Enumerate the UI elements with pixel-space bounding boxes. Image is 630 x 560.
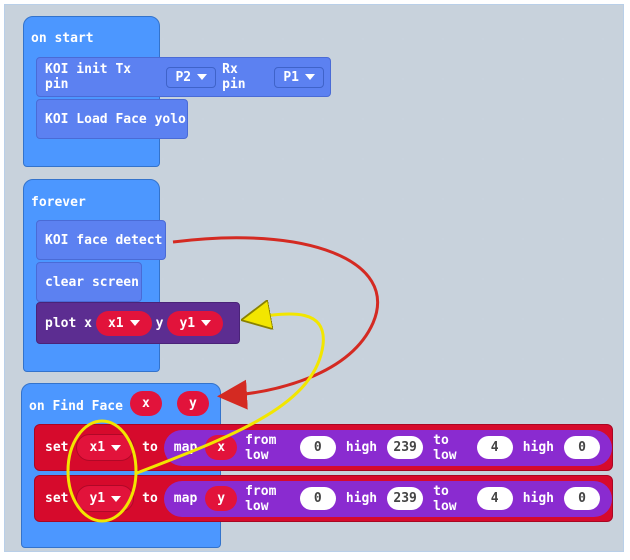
map-arg-y-label: y [217,491,226,506]
plot-x-label: plot x [45,315,92,331]
koi-load-face-block[interactable]: KOI Load Face yolo [36,99,188,139]
map-block-y[interactable]: map y from low 0 high 239 to low 4 high … [163,480,612,517]
annotation-overlay [66,236,380,523]
chevron-down-icon [305,74,315,80]
koi-face-detect-block[interactable]: KOI face detect [36,220,166,260]
plot-x-variable-dropdown[interactable]: x1 [95,310,152,336]
from-low-label: from low [245,432,277,463]
set-x1-value: x1 [89,440,106,455]
clear-screen-label: clear screen [45,274,139,290]
plot-y-variable-dropdown[interactable]: y1 [167,310,224,336]
find-face-param-x[interactable]: x [130,391,162,416]
set-x1-block[interactable]: set x1 to map x from low 0 high 239 to l… [34,424,613,471]
high-label: high [522,491,554,506]
high-label: high [345,491,378,506]
set-label: set [45,491,69,506]
plot-x-value: x1 [107,315,124,331]
tx-pin-dropdown[interactable]: P2 [166,66,217,88]
find-face-param-y[interactable]: y [177,391,209,416]
koi-init-block[interactable]: KOI init Tx pin P2 Rx pin P1 [36,57,331,97]
rx-pin-dropdown[interactable]: P1 [274,66,324,88]
to-low-label: to low [433,432,457,463]
to-label: to [142,440,158,455]
to-low-input[interactable]: 4 [476,436,513,459]
koi-init-label: KOI init Tx pin [45,62,132,92]
from-high-input[interactable]: 239 [387,487,424,510]
koi-load-face-label: KOI Load Face yolo [45,111,186,127]
chevron-down-icon [201,320,212,326]
high-label: high [522,440,554,455]
from-low-input[interactable]: 0 [299,487,336,510]
map-arg-x-label: x [217,440,226,455]
red-arrow [172,236,380,410]
plot-y-label: y [155,315,164,331]
set-y1-value: y1 [89,491,106,506]
set-label: set [45,440,69,455]
to-low-label: to low [433,483,457,514]
on-find-face-label: on Find Face [29,399,123,414]
from-high-input[interactable]: 239 [387,436,424,459]
high-label: high [345,440,378,455]
chevron-down-icon [111,495,122,502]
chevron-down-icon [111,444,122,451]
to-high-input[interactable]: 0 [564,487,600,510]
to-low-input[interactable]: 4 [476,487,513,510]
find-face-param-y-label: y [189,396,197,411]
yellow-arrow [136,314,325,475]
set-y1-block[interactable]: set y1 to map y from low 0 high 239 to l… [34,475,613,522]
koi-face-detect-label: KOI face detect [45,232,163,248]
chevron-down-icon [197,74,208,80]
on-start-label: on start [31,31,94,46]
map-arg-y[interactable]: y [205,486,238,511]
from-low-input[interactable]: 0 [299,436,336,459]
map-block-x[interactable]: map x from low 0 high 239 to low 4 high … [163,429,612,466]
chevron-down-icon [129,320,140,326]
plot-block[interactable]: plot x x1 y y1 [36,302,240,344]
to-label: to [142,491,158,506]
rx-pin-value: P1 [283,69,299,85]
highlight-ellipse [66,419,138,523]
to-high-input[interactable]: 0 [564,436,600,459]
plot-y-value: y1 [179,315,196,331]
block-workspace[interactable]: on start KOI init Tx pin P2 Rx pin P1 KO… [4,4,624,552]
find-face-param-x-label: x [142,396,150,411]
from-low-label: from low [245,483,277,514]
forever-label: forever [31,195,86,210]
rx-pin-label: Rx pin [222,62,246,92]
tx-pin-value: P2 [175,69,192,85]
set-x1-variable-dropdown[interactable]: x1 [76,434,135,461]
clear-screen-block[interactable]: clear screen [36,262,142,302]
map-label: map [173,491,198,506]
